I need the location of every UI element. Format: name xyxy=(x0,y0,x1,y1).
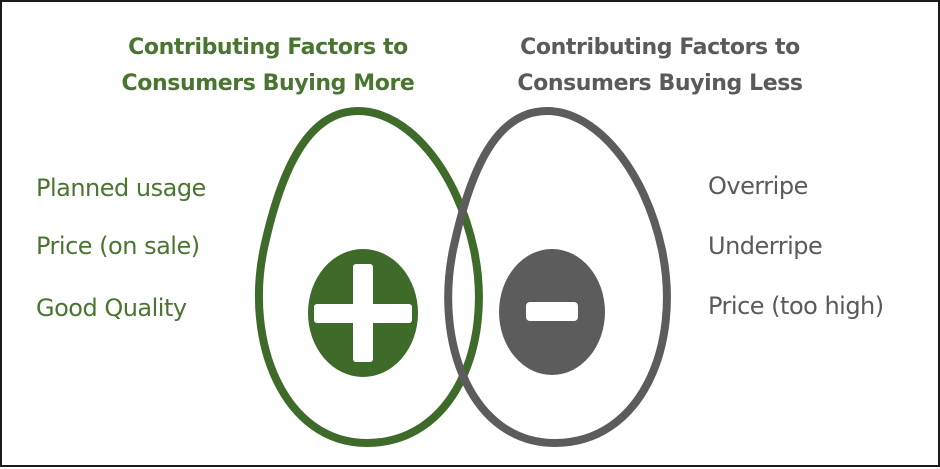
more-factor-price-on-sale: Price (on sale) xyxy=(36,232,200,260)
heading-less-line2: Consumers Buying Less xyxy=(517,71,803,96)
heading-more-line2: Consumers Buying More xyxy=(121,71,415,96)
heading-more-line1: Contributing Factors to xyxy=(128,35,408,60)
heading-buying-less: Contributing Factors to Consumers Buying… xyxy=(490,30,830,102)
minus-icon xyxy=(499,249,605,375)
less-factor-price-too-high: Price (too high) xyxy=(708,292,884,320)
heading-buying-more: Contributing Factors to Consumers Buying… xyxy=(82,30,454,102)
less-factor-overripe: Overripe xyxy=(708,172,808,200)
positive-avocado-outline xyxy=(254,106,483,448)
less-factor-underripe: Underripe xyxy=(708,232,823,260)
plus-icon xyxy=(308,249,418,377)
negative-avocado-outline xyxy=(444,106,671,448)
more-factor-planned-usage: Planned usage xyxy=(36,174,206,202)
heading-less-line1: Contributing Factors to xyxy=(520,35,800,60)
more-factor-good-quality: Good Quality xyxy=(36,294,187,322)
